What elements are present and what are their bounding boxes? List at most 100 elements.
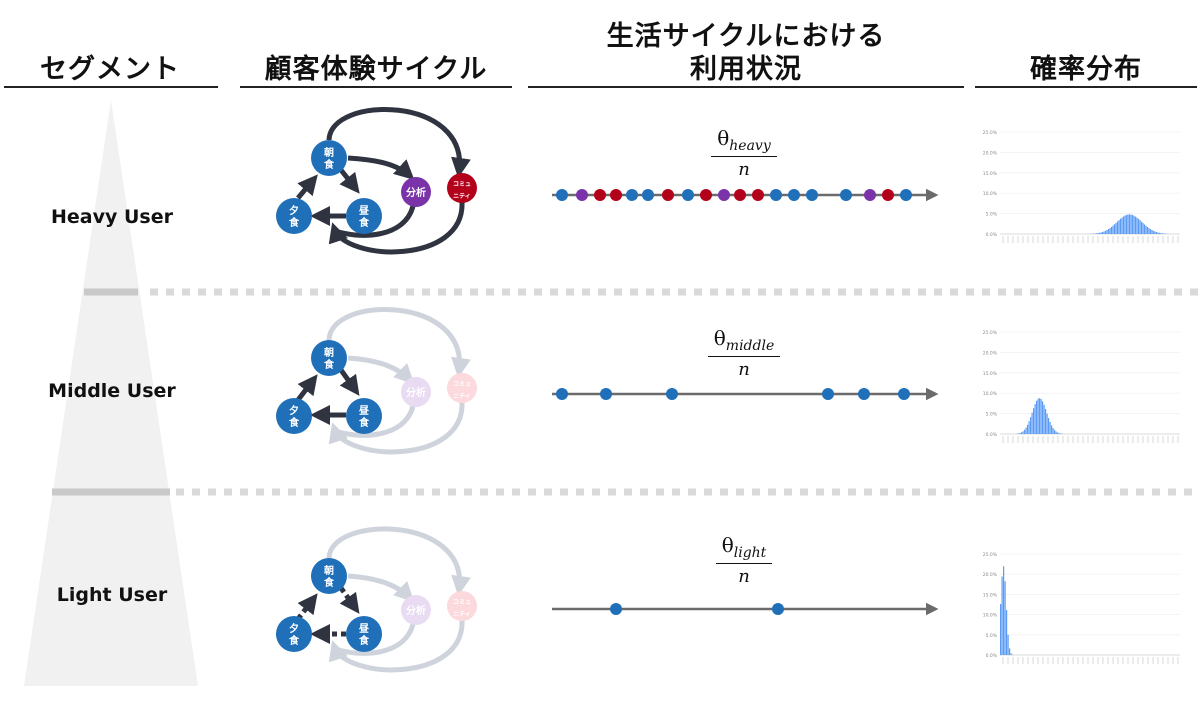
histogram-bar — [1162, 233, 1164, 234]
segment-label-light: Light User — [56, 584, 168, 606]
histogram-bar — [1108, 229, 1110, 234]
timeline-middle — [552, 387, 939, 401]
histogram-bar — [1135, 216, 1137, 234]
histogram-bar — [1117, 221, 1119, 234]
theta-middle-denominator: n — [738, 359, 750, 380]
node-community-middle — [447, 373, 477, 403]
histogram-bar — [1120, 218, 1122, 234]
usage-dot-middle — [556, 388, 568, 400]
y-tick-label: 10.0% — [983, 391, 998, 397]
histogram-bar — [1007, 634, 1009, 655]
usage-dot-heavy — [594, 189, 606, 201]
histogram-bar — [1100, 232, 1102, 234]
histogram-bar — [1112, 225, 1114, 234]
node-label-analysis-light: 分析 — [406, 604, 426, 617]
histogram-bar — [1036, 400, 1038, 434]
histogram-bar — [1154, 231, 1156, 234]
node-label-breakfast-light-1: 食 — [323, 576, 335, 589]
histogram-middle: 25.0%20.0%15.0%10.0%5.0%0.0% — [983, 330, 1180, 443]
header-journey-line — [240, 86, 512, 88]
usage-dot-heavy — [806, 189, 818, 201]
histogram-bar — [1148, 228, 1150, 234]
timeline-light — [552, 602, 939, 616]
usage-dot-heavy — [700, 189, 712, 201]
usage-dot-heavy — [840, 189, 852, 201]
histogram-bar — [1109, 227, 1111, 234]
node-analysis-heavy — [401, 177, 431, 207]
histogram-bar — [1000, 604, 1002, 655]
y-tick-label: 0.0% — [986, 432, 998, 438]
histogram-bar — [1021, 432, 1023, 434]
node-label-community-light-1: ニティ — [453, 611, 471, 618]
node-label-community-heavy-0: コミュ — [453, 181, 471, 188]
y-tick-label: 0.0% — [986, 653, 998, 659]
theta-heavy-denominator: n — [738, 159, 750, 180]
node-label-dinner-light-1: 食 — [288, 634, 300, 647]
histogram-bar — [1006, 609, 1008, 655]
histogram-bar — [1030, 417, 1032, 434]
node-label-dinner-light-0: 夕 — [289, 622, 299, 635]
histogram-bar — [1033, 408, 1035, 434]
histogram-bar — [1145, 225, 1147, 234]
histogram-bar — [1045, 409, 1047, 434]
usage-dot-heavy — [662, 189, 674, 201]
histogram-bar — [1105, 230, 1107, 234]
histogram-bar — [1022, 431, 1024, 434]
usage-dot-light — [772, 603, 784, 615]
usage-dot-heavy — [718, 189, 730, 201]
histogram-bar — [1133, 215, 1135, 234]
node-dinner-middle — [276, 398, 312, 434]
histogram-bar — [1046, 413, 1048, 434]
histogram-bar — [1129, 214, 1131, 234]
theta-heavy: θheavy n — [664, 126, 824, 180]
node-lunch-middle — [346, 398, 382, 434]
node-label-dinner-heavy-1: 食 — [288, 216, 300, 229]
usage-dot-middle — [666, 388, 678, 400]
histogram-bar — [1027, 424, 1029, 434]
segment-label-middle: Middle User — [48, 380, 176, 402]
histogram-bar — [1025, 427, 1027, 434]
node-label-dinner-middle-0: 夕 — [289, 404, 299, 417]
histogram-bar — [1096, 233, 1098, 234]
usage-dot-middle — [898, 388, 910, 400]
node-breakfast-light — [311, 558, 347, 594]
histogram-bar — [1028, 421, 1030, 434]
y-tick-label: 20.0% — [983, 572, 998, 578]
usage-dot-heavy — [900, 189, 912, 201]
cycle-light — [296, 526, 471, 673]
node-label-breakfast-heavy-1: 食 — [323, 158, 335, 171]
header-usage-line1: 生活サイクルにおける — [606, 21, 886, 52]
histogram-bar — [1043, 404, 1045, 434]
y-tick-label: 10.0% — [983, 613, 998, 619]
header-usage: 生活サイクルにおける 利用状況 — [528, 20, 964, 86]
histogram-bar — [1058, 433, 1060, 434]
histogram-bar — [1103, 231, 1105, 234]
histogram-bar — [1160, 233, 1162, 234]
usage-dot-heavy — [864, 189, 876, 201]
usage-dot-light — [610, 603, 622, 615]
histogram-bar — [1003, 566, 1005, 655]
histogram-bar — [1121, 217, 1123, 234]
histogram-bar — [1106, 229, 1108, 234]
usage-dot-heavy — [642, 189, 654, 201]
histogram-bar — [1153, 230, 1155, 234]
node-dinner-light — [276, 616, 312, 652]
histogram-bar — [1118, 220, 1120, 234]
histogram-bar — [1132, 215, 1134, 234]
histogram-bar — [1123, 216, 1125, 234]
node-analysis-light — [401, 595, 431, 625]
usage-dot-heavy — [734, 189, 746, 201]
histogram-bar — [1042, 401, 1044, 434]
node-label-lunch-heavy-0: 昼 — [359, 205, 369, 217]
histogram-bar — [1156, 232, 1158, 234]
node-label-breakfast-light-0: 朝 — [324, 564, 334, 577]
theta-middle-numerator: θmiddle — [707, 326, 781, 357]
node-label-lunch-middle-0: 昼 — [359, 405, 369, 417]
y-tick-label: 5.0% — [986, 633, 998, 639]
histogram-bar — [1052, 428, 1054, 434]
usage-dot-heavy — [626, 189, 638, 201]
histogram-bar — [1039, 398, 1041, 434]
